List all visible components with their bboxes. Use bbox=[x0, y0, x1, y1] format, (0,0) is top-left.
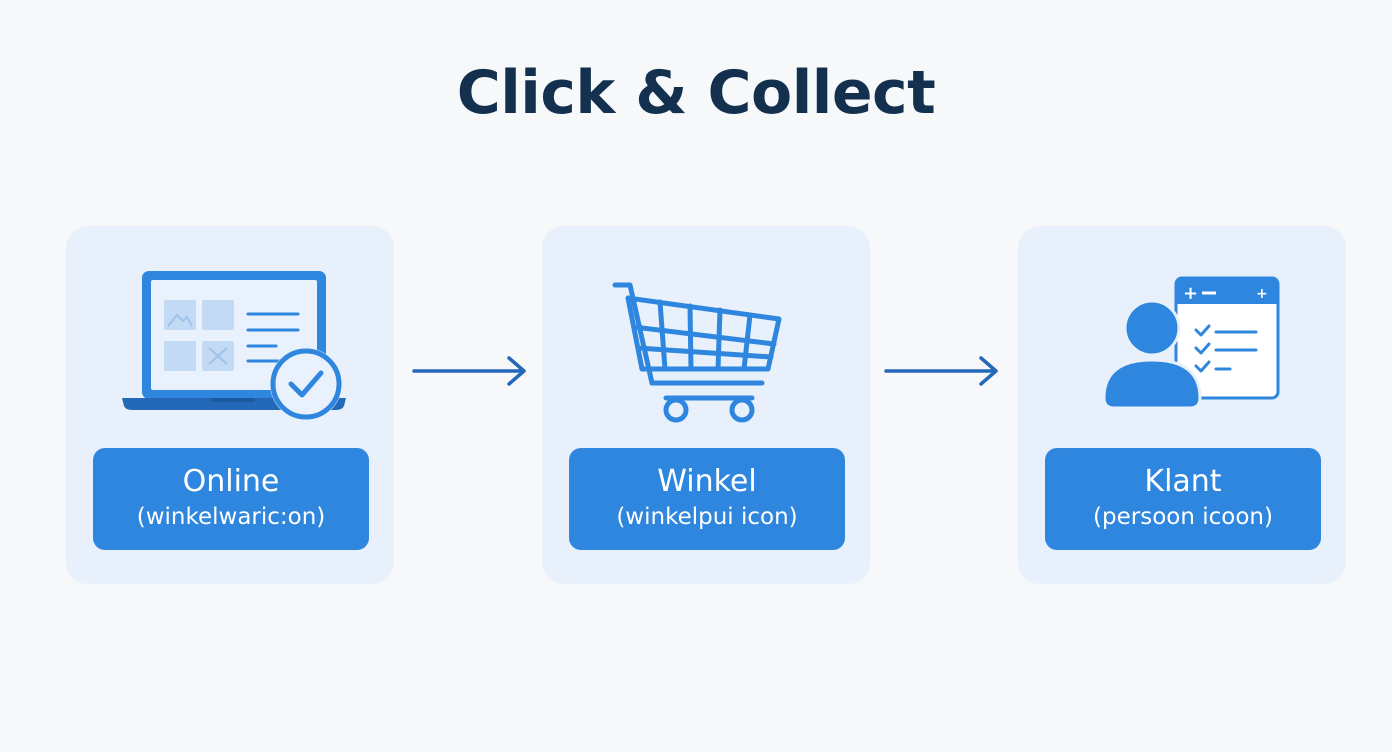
step-card-online: Online (winkelwaric:on) bbox=[66, 226, 394, 584]
step-title: Online bbox=[182, 464, 280, 499]
step-card-klant: + + Klant (persoon icoon) bbox=[1018, 226, 1346, 584]
step-title: Winkel bbox=[657, 464, 757, 499]
step-subtitle: (winkelwaric:on) bbox=[136, 504, 326, 530]
arrow-right-icon bbox=[412, 356, 526, 386]
step-label-klant: Klant (persoon icoon) bbox=[1045, 448, 1321, 550]
step-card-winkel: Winkel (winkelpui icon) bbox=[542, 226, 870, 584]
shopping-cart-icon bbox=[612, 282, 782, 423]
arrow-right-icon bbox=[884, 356, 998, 386]
diagram-title: Click & Collect bbox=[456, 58, 936, 128]
step-subtitle: (persoon icoon) bbox=[1093, 504, 1273, 530]
person-checklist-icon: + + bbox=[1102, 276, 1280, 410]
step-subtitle: (winkelpui icon) bbox=[616, 504, 798, 530]
step-title: Klant bbox=[1144, 464, 1222, 499]
svg-text:+: + bbox=[1256, 286, 1268, 302]
laptop-check-icon bbox=[122, 271, 346, 420]
step-label-winkel: Winkel (winkelpui icon) bbox=[569, 448, 845, 550]
step-label-online: Online (winkelwaric:on) bbox=[93, 448, 369, 550]
svg-text:+: + bbox=[1183, 283, 1198, 304]
